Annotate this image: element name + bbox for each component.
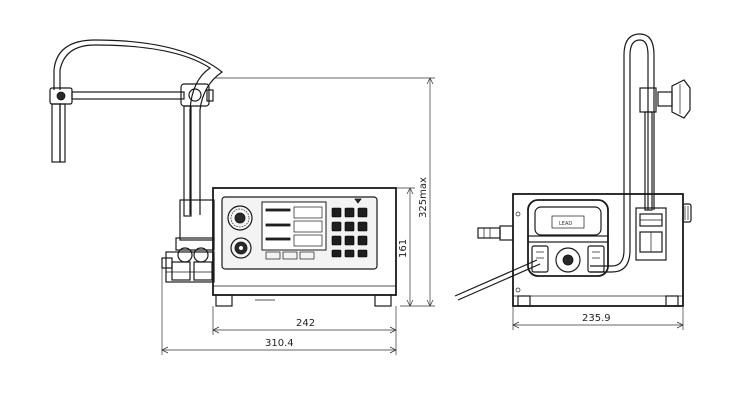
side-post xyxy=(639,79,691,211)
dimension-lines xyxy=(161,77,435,355)
control-panel xyxy=(221,196,378,270)
side-valve-block xyxy=(635,207,667,261)
dispensing-tube xyxy=(53,39,224,215)
pump-head-side: LEAD xyxy=(527,199,609,277)
arm-clamp xyxy=(180,83,214,107)
vertical-post xyxy=(183,105,192,217)
side-dimension-lines xyxy=(512,306,684,330)
pump-cabinet xyxy=(212,187,397,307)
side-cabinet xyxy=(512,193,692,307)
nozzle-clamp xyxy=(49,87,73,163)
dim-total-width: 310.4 xyxy=(265,338,294,349)
horizontal-arm xyxy=(71,91,185,100)
inlet-fitting xyxy=(477,225,514,241)
keypad xyxy=(331,207,368,258)
dim-body-width: 242 xyxy=(296,318,315,329)
dim-body-height: 161 xyxy=(398,239,409,258)
dim-height-max: 325max xyxy=(418,177,429,218)
side-view: LEAD xyxy=(454,33,692,330)
dim-side-depth: 235.9 xyxy=(582,313,611,324)
supply-tube xyxy=(454,259,541,301)
side-tube xyxy=(590,33,655,273)
pump-head-front xyxy=(161,199,215,283)
pump-head-label: LEAD xyxy=(559,221,572,227)
front-view: 325max 161 242 310.4 xyxy=(49,39,435,355)
